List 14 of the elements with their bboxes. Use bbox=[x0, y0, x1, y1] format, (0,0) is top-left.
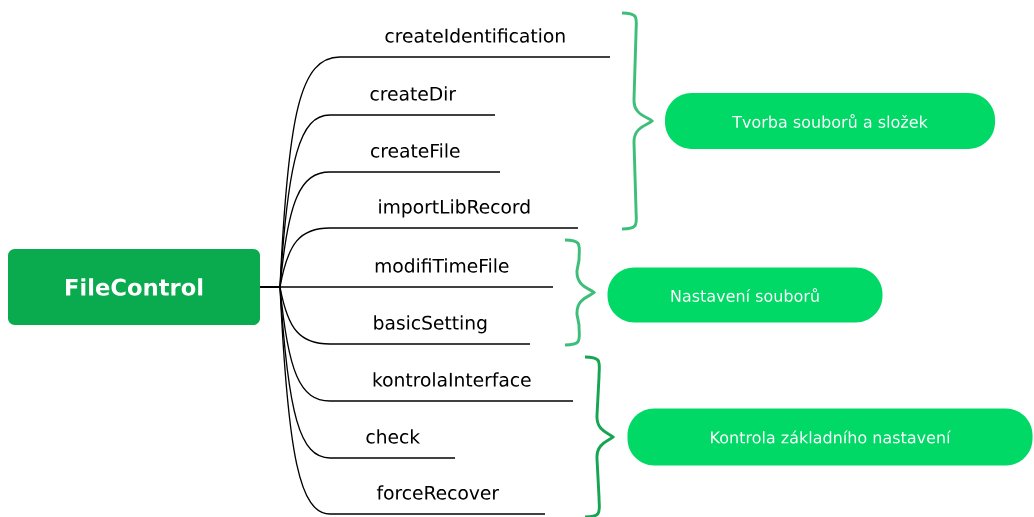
underlined-topic: modifiTimeFile bbox=[329, 258, 554, 288]
underlined-topic: check bbox=[329, 429, 456, 459]
summary-pill: Nastavení souborů bbox=[607, 267, 883, 323]
summary-pill: Tvorba souborů a složek bbox=[665, 93, 995, 149]
root-box: FileControl bbox=[8, 249, 260, 325]
underlined-topic: createFile bbox=[329, 143, 501, 173]
underlined-topic: forceRecover bbox=[329, 485, 546, 515]
underlined-topic: basicSetting bbox=[329, 315, 531, 345]
underlined-topic: createDir bbox=[329, 86, 496, 116]
underlined-topic: importLibRecord bbox=[329, 199, 579, 229]
underlined-topic: createIdentification bbox=[339, 28, 611, 58]
underlined-topic: kontrolaInterface bbox=[329, 372, 574, 402]
branch-line bbox=[259, 286, 331, 515]
summary-pill: Kontrola základního nastavení bbox=[627, 408, 1033, 466]
